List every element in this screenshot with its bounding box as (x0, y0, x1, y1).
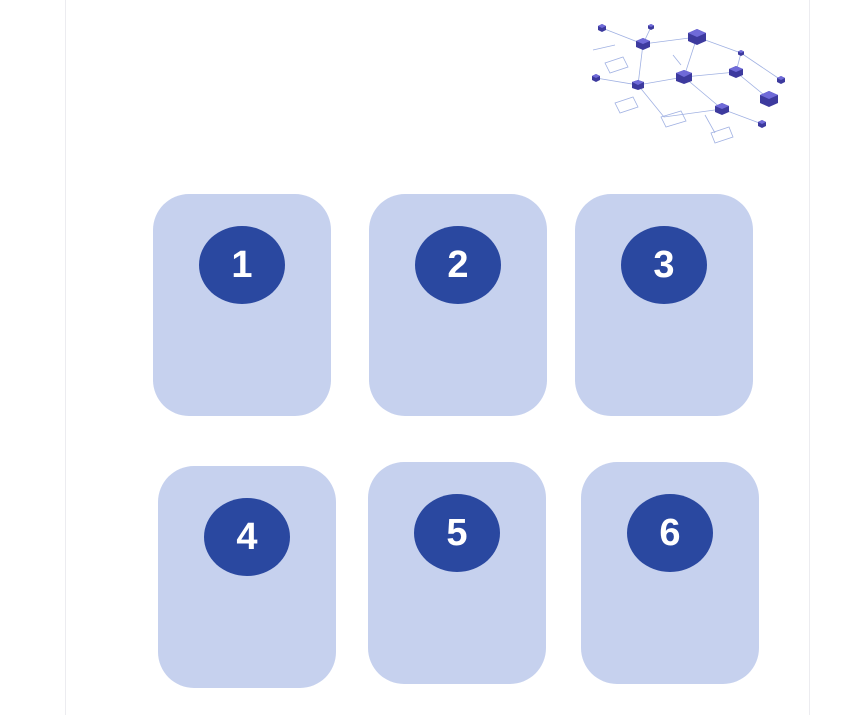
card-6: 6 (581, 462, 759, 684)
number-badge: 6 (627, 494, 713, 572)
isometric-network-graphic-icon (592, 24, 785, 144)
card-3: 3 (575, 194, 753, 416)
card-4: 4 (158, 466, 336, 688)
number-badge: 3 (621, 226, 707, 304)
card-1: 1 (153, 194, 331, 416)
number-badge: 4 (204, 498, 290, 576)
number-badge: 5 (414, 494, 500, 572)
card-2: 2 (369, 194, 547, 416)
number-badge: 2 (415, 226, 501, 304)
number-badge: 1 (199, 226, 285, 304)
card-5: 5 (368, 462, 546, 684)
